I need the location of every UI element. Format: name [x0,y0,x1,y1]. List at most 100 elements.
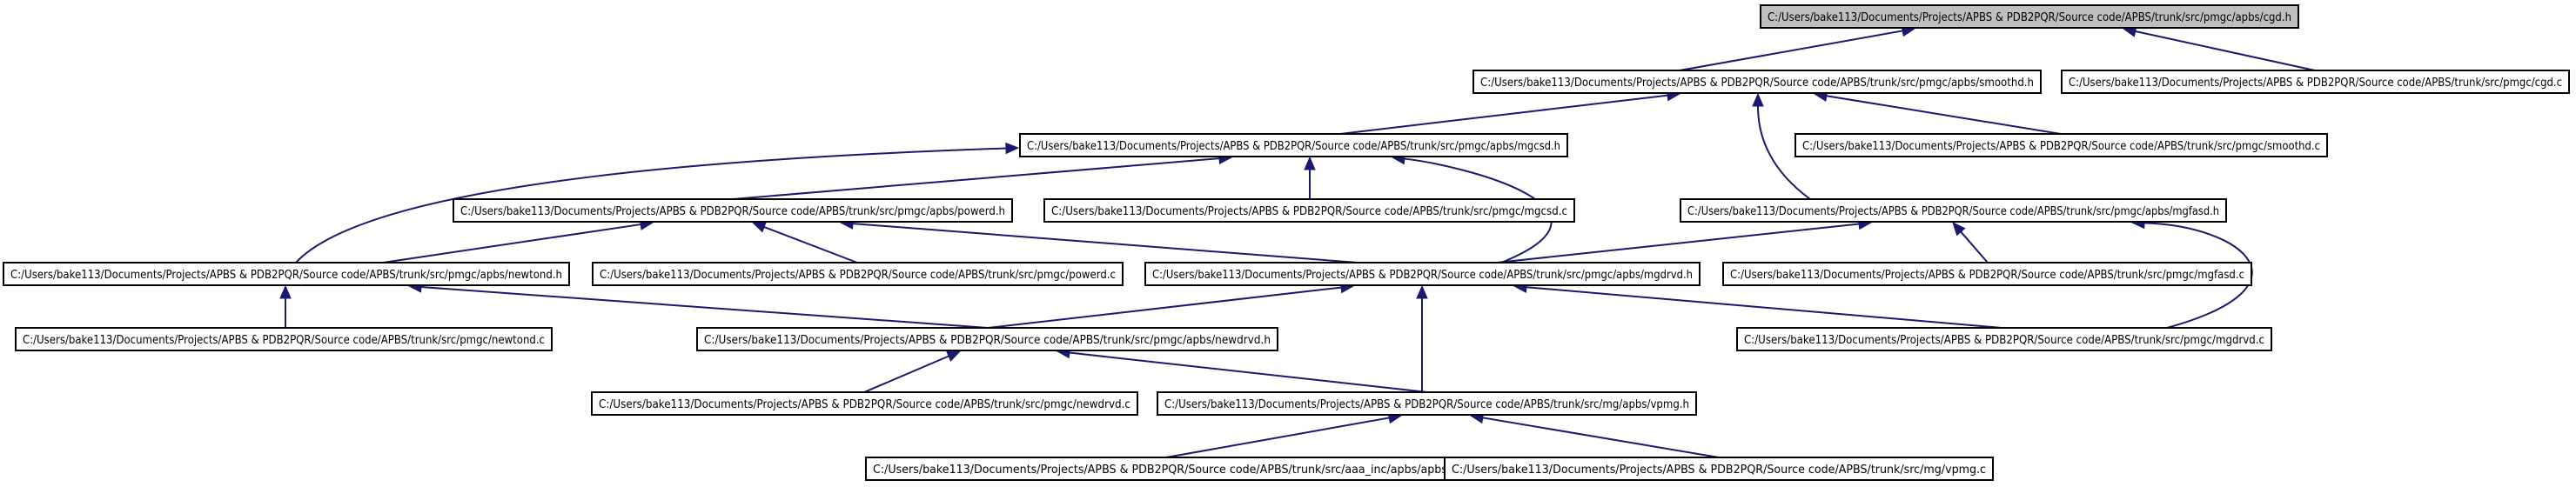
node-vpmg-c[interactable]: C:/Users/bake113/Documents/Projects/APBS… [1444,457,1994,481]
node-box[interactable] [1722,262,2252,286]
edge-powerd_c-to-powerd_h [751,221,858,264]
edge-line [763,226,858,264]
node-label: C:/Users/bake113/Documents/Projects/APBS… [10,269,562,282]
node-box[interactable] [453,198,1013,223]
node-label: C:/Users/bake113/Documents/Projects/APBS… [1802,140,2320,153]
edge-newtond_h-to-mgcsd_h [295,142,1020,264]
node-box[interactable] [865,457,1466,481]
node-mgdrvd-c[interactable]: C:/Users/bake113/Documents/Projects/APBS… [1736,327,2272,351]
arrowhead-icon [1416,284,1428,299]
node-box [1760,4,2299,29]
node-label: C:/Users/bake113/Documents/Projects/APBS… [599,398,1130,411]
node-box[interactable] [1736,327,2272,351]
edge-smoothd_c-to-smoothd_h [1813,90,2062,135]
edge-newdrvd_h-to-mgdrvd_h [987,281,1355,329]
edge-apbs_h-to-vpmg_h [1165,411,1403,458]
edge-line [1826,95,2062,135]
node-mgfasd-c[interactable]: C:/Users/bake113/Documents/Projects/APBS… [1722,262,2252,286]
arrowhead-icon [751,221,767,233]
edge-vpmg_h-to-mgdrvd_h [1416,284,1428,392]
edge-vpmg_h-to-newdrvd_h [1056,346,1428,393]
node-box[interactable] [1794,133,2328,157]
edge-line [732,157,1220,200]
node-mgcsd-c[interactable]: C:/Users/bake113/Documents/Projects/APBS… [1043,198,1575,223]
node-vpmg-h[interactable]: C:/Users/bake113/Documents/Projects/APBS… [1157,391,1697,416]
edge-line [987,286,1342,329]
edge-line [1165,417,1390,458]
edge-mgdrvd_h-to-powerd_h [839,217,1358,264]
node-box[interactable] [1472,70,2042,94]
node-label: C:/Users/bake113/Documents/Projects/APBS… [1687,205,2219,218]
node-box[interactable] [591,391,1138,416]
edge-cgd_c-to-cgd_h [2122,25,2316,71]
edge-mgdrvd_h-to-mgfasd_h [1496,217,1873,264]
node-label: C:/Users/bake113/Documents/Projects/APBS… [600,269,1116,282]
node-box[interactable] [2061,70,2570,94]
node-box[interactable] [1680,198,2227,223]
edge-line [1496,223,1860,264]
node-label: C:/Users/bake113/Documents/Projects/APBS… [460,205,1005,218]
node-label: C:/Users/bake113/Documents/Projects/APBS… [1730,269,2244,282]
arrowhead-icon [1005,142,1020,155]
node-label: C:/Users/bake113/Documents/Projects/APBS… [704,334,1271,347]
edge-line [2135,30,2316,71]
edge-newdrvd_h-to-newtond_h [407,281,989,329]
edges-layer [279,24,2316,458]
node-mgcsd-h[interactable]: C:/Users/bake113/Documents/Projects/APBS… [1019,133,1568,157]
node-label: C:/Users/bake113/Documents/Projects/APBS… [1152,269,1693,282]
node-apbs-h[interactable]: C:/Users/bake113/Documents/Projects/APBS… [865,457,1466,481]
node-mgdrvd-h[interactable]: C:/Users/bake113/Documents/Projects/APBS… [1144,262,1701,286]
edge-line [1069,351,1428,393]
edge-line [420,286,989,329]
edge-line [1757,105,1811,200]
node-label: C:/Users/bake113/Documents/Projects/APBS… [1051,205,1567,218]
node-newdrvd-c[interactable]: C:/Users/bake113/Documents/Projects/APBS… [591,391,1138,416]
edge-mgcsd_h-to-smoothd_h [1339,89,1681,135]
node-powerd-h[interactable]: C:/Users/bake113/Documents/Projects/APBS… [453,198,1013,223]
node-box[interactable] [592,262,1124,286]
edge-line [852,223,1358,264]
node-newdrvd-h[interactable]: C:/Users/bake113/Documents/Projects/APBS… [696,327,1278,351]
edge-line [295,147,1007,264]
node-label: C:/Users/bake113/Documents/Projects/APBS… [1027,140,1560,153]
edge-line [1404,157,1553,264]
arrowhead-icon [1952,222,1966,237]
node-label: C:/Users/bake113/Documents/Projects/APBS… [1744,334,2264,347]
node-powerd-c[interactable]: C:/Users/bake113/Documents/Projects/APBS… [592,262,1124,286]
node-box[interactable] [15,327,553,351]
node-label: C:/Users/bake113/Documents/Projects/APBS… [1768,11,2291,24]
node-newtond-h[interactable]: C:/Users/bake113/Documents/Projects/APBS… [3,262,570,286]
node-smoothd-h[interactable]: C:/Users/bake113/Documents/Projects/APBS… [1472,70,2042,94]
node-box[interactable] [1444,457,1994,481]
node-box[interactable] [3,262,570,286]
edge-line [1526,286,2002,329]
edge-line [2143,222,2253,329]
node-newtond-c[interactable]: C:/Users/bake113/Documents/Projects/APBS… [15,327,553,351]
node-box[interactable] [1019,133,1568,157]
node-cgd-h: C:/Users/bake113/Documents/Projects/APBS… [1760,4,2299,29]
node-mgfasd-h[interactable]: C:/Users/bake113/Documents/Projects/APBS… [1680,198,2227,223]
edge-mgfasd_h-to-smoothd_h [1752,92,1811,200]
node-label: C:/Users/bake113/Documents/Projects/APBS… [1480,77,2034,90]
edge-line [382,223,641,264]
edge-line [1482,417,1720,458]
node-box[interactable] [1043,198,1575,223]
edge-smoothd_h-to-cgd_h [1679,24,1916,71]
node-label: C:/Users/bake113/Documents/Projects/APBS… [1452,464,1986,477]
node-label: C:/Users/bake113/Documents/Projects/APBS… [1164,398,1689,411]
arrowhead-icon [279,284,292,299]
nodes-layer: C:/Users/bake113/Documents/Projects/APBS… [3,4,2570,481]
node-label: C:/Users/bake113/Documents/Projects/APBS… [23,334,545,347]
edge-newtond_c-to-newtond_h [279,284,292,328]
node-box[interactable] [1144,262,1701,286]
arrowhead-icon [1304,156,1316,170]
node-box[interactable] [696,327,1278,351]
node-cgd-c[interactable]: C:/Users/bake113/Documents/Projects/APBS… [2061,70,2570,94]
node-label: C:/Users/bake113/Documents/Projects/APBS… [873,464,1458,477]
node-smoothd-c[interactable]: C:/Users/bake113/Documents/Projects/APBS… [1794,133,2328,157]
edge-mgfasd_c-to-mgfasd_h [1952,222,1989,264]
edge-newdrvd_c-to-newdrvd_h [863,350,962,393]
node-label: C:/Users/bake113/Documents/Projects/APBS… [2069,77,2562,90]
node-box[interactable] [1157,391,1697,416]
